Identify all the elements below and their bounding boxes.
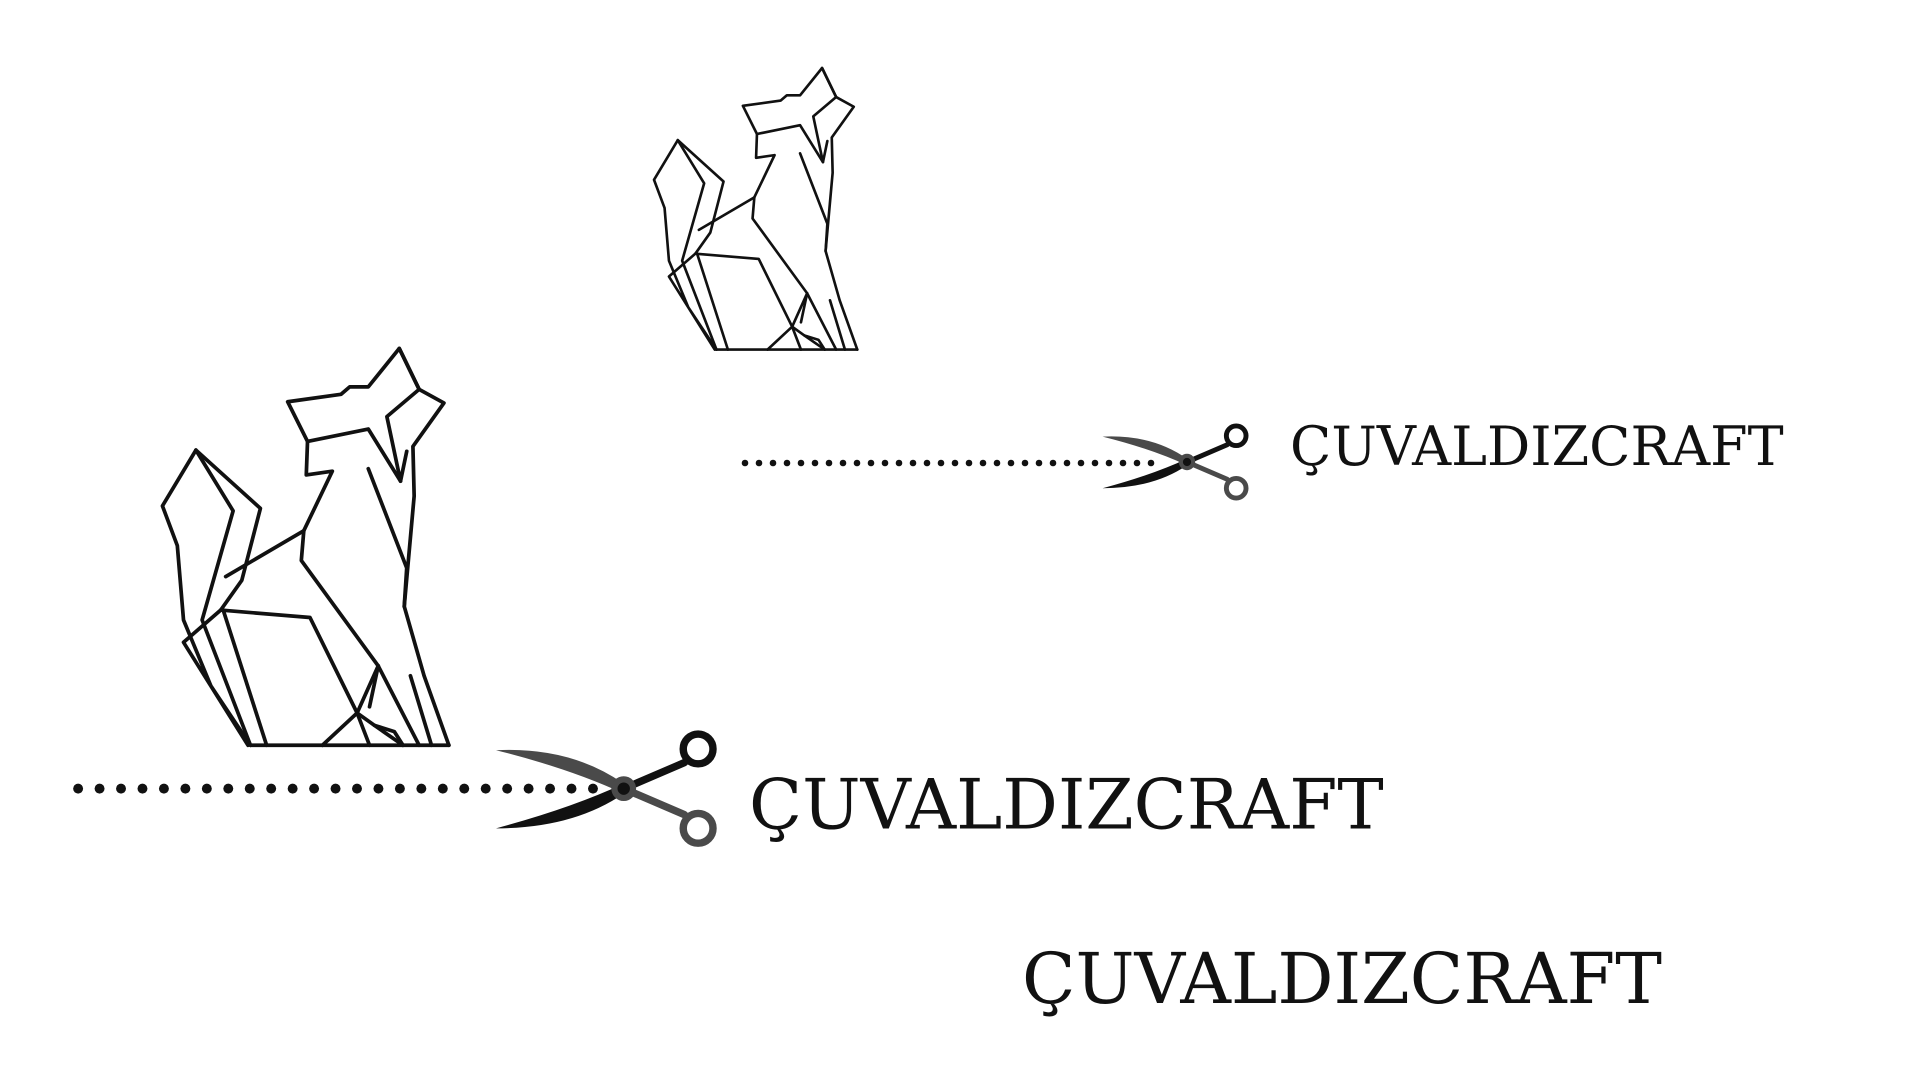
brand-wordmark-standalone: ÇUVALDIZCRAFT <box>1022 938 1662 1020</box>
cut-line-dot <box>545 783 556 794</box>
cut-line-dot <box>741 459 749 467</box>
cut-line-dot <box>1133 459 1141 467</box>
cut-line-dot <box>137 783 148 794</box>
cut-line-dot <box>1049 459 1057 467</box>
brand-wordmark-large: ÇUVALDIZCRAFT <box>749 765 1384 845</box>
geometric-cat-icon <box>652 66 859 351</box>
cut-line-dot <box>352 783 362 794</box>
dotted-cut-line <box>73 783 598 794</box>
cut-line-dot <box>94 783 105 794</box>
cut-line-dot <box>1119 459 1127 467</box>
cut-line-dot <box>244 783 255 794</box>
cut-line-dot <box>965 459 973 467</box>
cut-line-dot <box>825 459 833 467</box>
cut-line-dot <box>116 783 126 794</box>
cut-line-dot <box>416 783 427 794</box>
cut-line-dot <box>502 783 513 794</box>
cut-line-dot <box>1091 459 1099 467</box>
cut-line-dot <box>1021 459 1029 467</box>
dotted-cut-line <box>741 459 1155 467</box>
logo-small-mark <box>652 66 859 351</box>
cut-line-dot <box>895 459 903 467</box>
cut-line-dot <box>881 459 889 467</box>
cut-line-dot <box>201 783 212 794</box>
cut-line-dot <box>480 783 491 794</box>
cut-line-dot <box>1063 459 1071 467</box>
cut-line-dot <box>755 459 763 467</box>
cut-line-dot <box>979 459 987 467</box>
cut-line-dot <box>909 459 917 467</box>
cut-line-dot <box>1035 459 1043 467</box>
cut-line-dot <box>223 783 234 794</box>
cut-line-dot <box>266 783 277 794</box>
cut-line-dot <box>783 459 791 467</box>
cut-line-dot <box>566 783 577 794</box>
cut-line-dot <box>937 459 945 467</box>
cut-line-dot <box>588 783 598 794</box>
cut-line-dot <box>180 783 191 794</box>
cut-line-dot <box>330 783 341 794</box>
cut-line-dot <box>1147 459 1155 467</box>
brand-wordmark-small: ÇUVALDIZCRAFT <box>1290 415 1784 478</box>
cut-line-dot <box>867 459 875 467</box>
cut-line-dot <box>287 783 298 794</box>
cut-line-dot <box>853 459 861 467</box>
cut-line-dot <box>394 783 405 794</box>
cut-line-dot <box>437 783 448 794</box>
cut-line-dot <box>1077 459 1085 467</box>
cut-line-dot <box>797 459 805 467</box>
logo-large: ÇUVALDIZCRAFT <box>73 346 1384 845</box>
cut-line-dot <box>951 459 959 467</box>
geometric-cat-icon <box>160 346 451 748</box>
cut-line-dot <box>523 783 534 794</box>
cut-line-dot <box>73 783 84 794</box>
cut-line-dot <box>923 459 931 467</box>
cut-line-dot <box>811 459 819 467</box>
cut-line-dot <box>459 783 470 794</box>
cut-line-dot <box>373 783 384 794</box>
cut-line-dot <box>993 459 1001 467</box>
cut-line-dot <box>1105 459 1113 467</box>
cut-line-dot <box>769 459 777 467</box>
cut-line-dot <box>839 459 847 467</box>
cut-line-dot <box>158 783 169 794</box>
cut-line-dot <box>1007 459 1015 467</box>
cut-line-dot <box>309 783 320 794</box>
